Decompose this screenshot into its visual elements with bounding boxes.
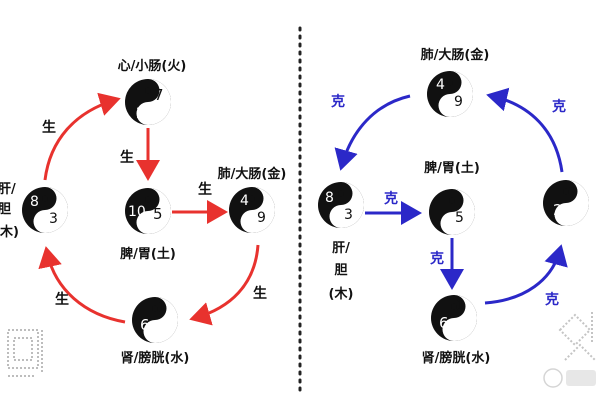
node-liver-wood: 肝/ 胆 (木) 8 3 <box>0 182 68 240</box>
yang-number: 9 <box>257 210 266 226</box>
yin-number: 6 <box>439 314 449 332</box>
edge-label-heart-spleen: 生 <box>120 149 134 166</box>
node-heart-fire: 心/小肠(火) 7 2 <box>118 59 187 125</box>
yin-yang-icon <box>431 295 477 341</box>
edge-label-kidney-heart: 克 <box>545 291 559 308</box>
node-kidney-water: 1 6 肾/膀胱(水) <box>121 297 190 366</box>
node-label: 肺/大肠(金) <box>421 47 490 63</box>
edge-label-lung-liver: 克 <box>331 93 345 110</box>
decorative-dot-pattern <box>7 329 43 377</box>
edge-label-liver-heart: 生 <box>42 119 56 136</box>
yin-yang-icon <box>132 297 178 343</box>
watermark-logo <box>543 368 596 388</box>
arrow-lung-to-kidney <box>189 244 260 326</box>
yang-number: 1 <box>456 298 465 314</box>
node-kidney-water: 1 6 肾/膀胱(水) <box>422 295 491 366</box>
yang-number: 9 <box>454 94 463 110</box>
yang-number: 7 <box>568 185 577 201</box>
yin-yang-icon <box>429 189 475 235</box>
yin-yang-icon <box>125 188 171 234</box>
node-label: 脾/胃(土) <box>120 246 176 262</box>
node-label-line2: 胆 <box>0 202 11 217</box>
yin-number: 8 <box>325 190 334 206</box>
node-label: 肾/膀胱(水) <box>422 350 491 366</box>
yang-number: 3 <box>49 211 58 227</box>
yang-number: 5 <box>153 205 163 223</box>
yin-number: 10 <box>128 204 146 220</box>
yin-yang-icon <box>22 187 68 233</box>
yang-number: 3 <box>344 207 353 223</box>
node-lung-metal: 肺/大肠(金) 4 9 <box>421 47 490 117</box>
left-panel-generating-cycle: 生 生 生 生 生 心/小肠(火) 7 2 10 5 <box>0 59 287 377</box>
yang-number: 7 <box>154 86 164 104</box>
edge-label-lung-kidney: 生 <box>253 285 267 302</box>
yin-number: 2 <box>553 201 563 219</box>
edge-label-spleen-kidney: 克 <box>430 250 444 267</box>
node-label-line3: (木) <box>0 224 19 240</box>
edge-label-heart-lung: 克 <box>552 98 566 115</box>
decorative-dot-pattern <box>558 312 596 361</box>
edge-label-spleen-lung: 生 <box>198 181 212 198</box>
yin-yang-icon <box>125 79 171 125</box>
node-label: 脾/胃(土) <box>424 160 480 176</box>
node-label: 肺/大肠(金) <box>218 166 287 182</box>
node-label: 肾/膀胱(水) <box>121 350 190 366</box>
yin-number: 8 <box>30 194 39 210</box>
node-label-line3: (木) <box>329 286 354 302</box>
yang-number: 1 <box>158 300 167 316</box>
arrow-kidney-to-heart <box>484 244 568 305</box>
arrow-heart-to-lung <box>486 87 564 173</box>
node-label-line1: 肝/ <box>0 182 16 197</box>
edge-label-liver-spleen: 克 <box>384 190 398 207</box>
yin-yang-icon <box>543 180 589 226</box>
yin-number: 4 <box>436 77 445 93</box>
yin-yang-icon <box>318 182 364 228</box>
node-heart-fire: 7 2 <box>543 180 589 226</box>
arrow-liver-to-heart <box>43 92 121 181</box>
node-lung-metal: 肺/大肠(金) 4 9 <box>218 166 287 233</box>
arrow-lung-to-liver <box>334 94 411 171</box>
yin-number: 6 <box>140 316 150 334</box>
yin-number: 2 <box>136 104 146 122</box>
yin-number: 4 <box>240 193 249 209</box>
node-label-line2: 胆 <box>334 263 347 278</box>
node-liver-wood: 8 3 肝/ 胆 (木) <box>318 182 364 302</box>
yang-number: 5 <box>455 210 464 226</box>
node-spleen-earth: 脾/胃(土) 5 <box>424 160 480 235</box>
edge-label-kidney-liver: 生 <box>55 291 69 308</box>
node-spleen-earth: 10 5 脾/胃(土) <box>120 188 176 262</box>
right-panel-controlling-cycle: 克 克 克 克 克 肺/大肠(金) 4 9 脾/胃(土) <box>318 47 596 388</box>
yin-yang-icon <box>427 71 473 117</box>
arrow-kidney-to-liver <box>38 246 126 324</box>
node-label: 心/小肠(火) <box>118 59 187 74</box>
yin-yang-icon <box>229 187 275 233</box>
node-label-line1: 肝/ <box>332 241 350 256</box>
